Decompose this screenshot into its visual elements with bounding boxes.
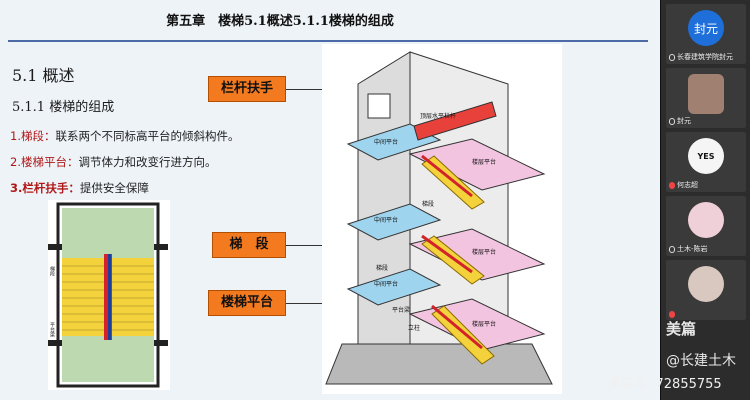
term-landing: 2.楼梯平台：: [10, 155, 79, 169]
participant-tile[interactable]: 封元: [666, 68, 746, 128]
label-beam: 平台梁: [392, 306, 410, 314]
list-item-railing: 3.栏杆扶手：提供安全保障: [10, 180, 149, 196]
tag-landing: 楼梯平台: [208, 290, 286, 316]
desc-railing: 提供安全保障: [79, 181, 149, 195]
stair-section-drawing: 顶层水平栏杆 中间平台 楼层平台 中间平台 梯段 楼层平台 中间平台 梯段 楼层…: [322, 44, 562, 394]
avatar: 封元: [688, 10, 724, 46]
label-floor-landing-3: 楼层平台: [472, 320, 496, 328]
participant-name: 长春建筑学院封元: [677, 53, 733, 61]
stair-plan-drawing: 梯段 平台梁: [48, 200, 170, 390]
mic-icon: [669, 245, 675, 253]
mic-icon: [669, 117, 675, 125]
term-flight: 1.梯段：: [10, 129, 56, 143]
avatar: [688, 266, 724, 302]
mic-muted-icon: [669, 181, 675, 189]
participant-name: 土木-陈岩: [677, 245, 708, 253]
tag-railing: 栏杆扶手: [208, 76, 286, 102]
slide-title: 第五章 楼梯5.1概述5.1.1楼梯的组成: [166, 14, 394, 29]
desc-flight: 联系两个不同标高平台的倾斜构件。: [55, 129, 240, 143]
participant-tile[interactable]: YES 何志超: [666, 132, 746, 192]
plan-label-beam: 平台梁: [49, 322, 55, 338]
participant-tile[interactable]: [666, 260, 746, 320]
tag-flight: 梯 段: [212, 232, 286, 258]
avatar: [688, 74, 724, 114]
label-flight-2: 梯段: [376, 264, 388, 272]
label-floor-landing-2: 楼层平台: [472, 248, 496, 256]
mic-icon: [669, 53, 675, 61]
watermark-handle: @长建土木: [666, 353, 736, 369]
participant-name: 封元: [677, 117, 691, 125]
subsection-heading: 5.1.1 楼梯的组成: [12, 100, 115, 115]
label-column: 立柱: [408, 324, 420, 332]
label-mid-landing-2: 中间平台: [374, 216, 398, 224]
desc-landing: 调节体力和改变行进方向。: [78, 155, 217, 169]
list-item-flight: 1.梯段：联系两个不同标高平台的倾斜构件。: [10, 128, 239, 144]
label-mid-landing-1: 中间平台: [374, 138, 398, 146]
label-top-rail: 顶层水平栏杆: [420, 112, 456, 120]
participant-sidebar[interactable]: 封元 长春建筑学院封元 封元 YES 何志超 土木-陈岩: [660, 0, 750, 400]
label-floor-landing-1: 楼层平台: [472, 158, 496, 166]
list-item-landing: 2.楼梯平台：调节体力和改变行进方向。: [10, 154, 216, 170]
title-divider: [8, 40, 648, 42]
label-flight-1: 梯段: [422, 200, 434, 208]
watermark-id: 美篇号: 72855755: [608, 377, 722, 392]
watermark-app: 美篇: [666, 320, 697, 338]
presentation-slide: 第五章 楼梯5.1概述5.1.1楼梯的组成 5.1 概述 5.1.1 楼梯的组成…: [0, 0, 660, 400]
mic-muted-icon: [669, 311, 675, 318]
term-railing: 3.栏杆扶手：: [10, 181, 80, 195]
participant-tile[interactable]: 封元 长春建筑学院封元: [666, 4, 746, 64]
participant-tile[interactable]: 土木-陈岩: [666, 196, 746, 256]
avatar: YES: [688, 138, 724, 174]
section-heading: 5.1 概述: [12, 66, 75, 85]
participant-name: 何志超: [677, 181, 698, 189]
plan-label-flight: 梯段: [49, 265, 55, 277]
avatar: [688, 202, 724, 238]
label-mid-landing-3: 中间平台: [374, 280, 398, 288]
